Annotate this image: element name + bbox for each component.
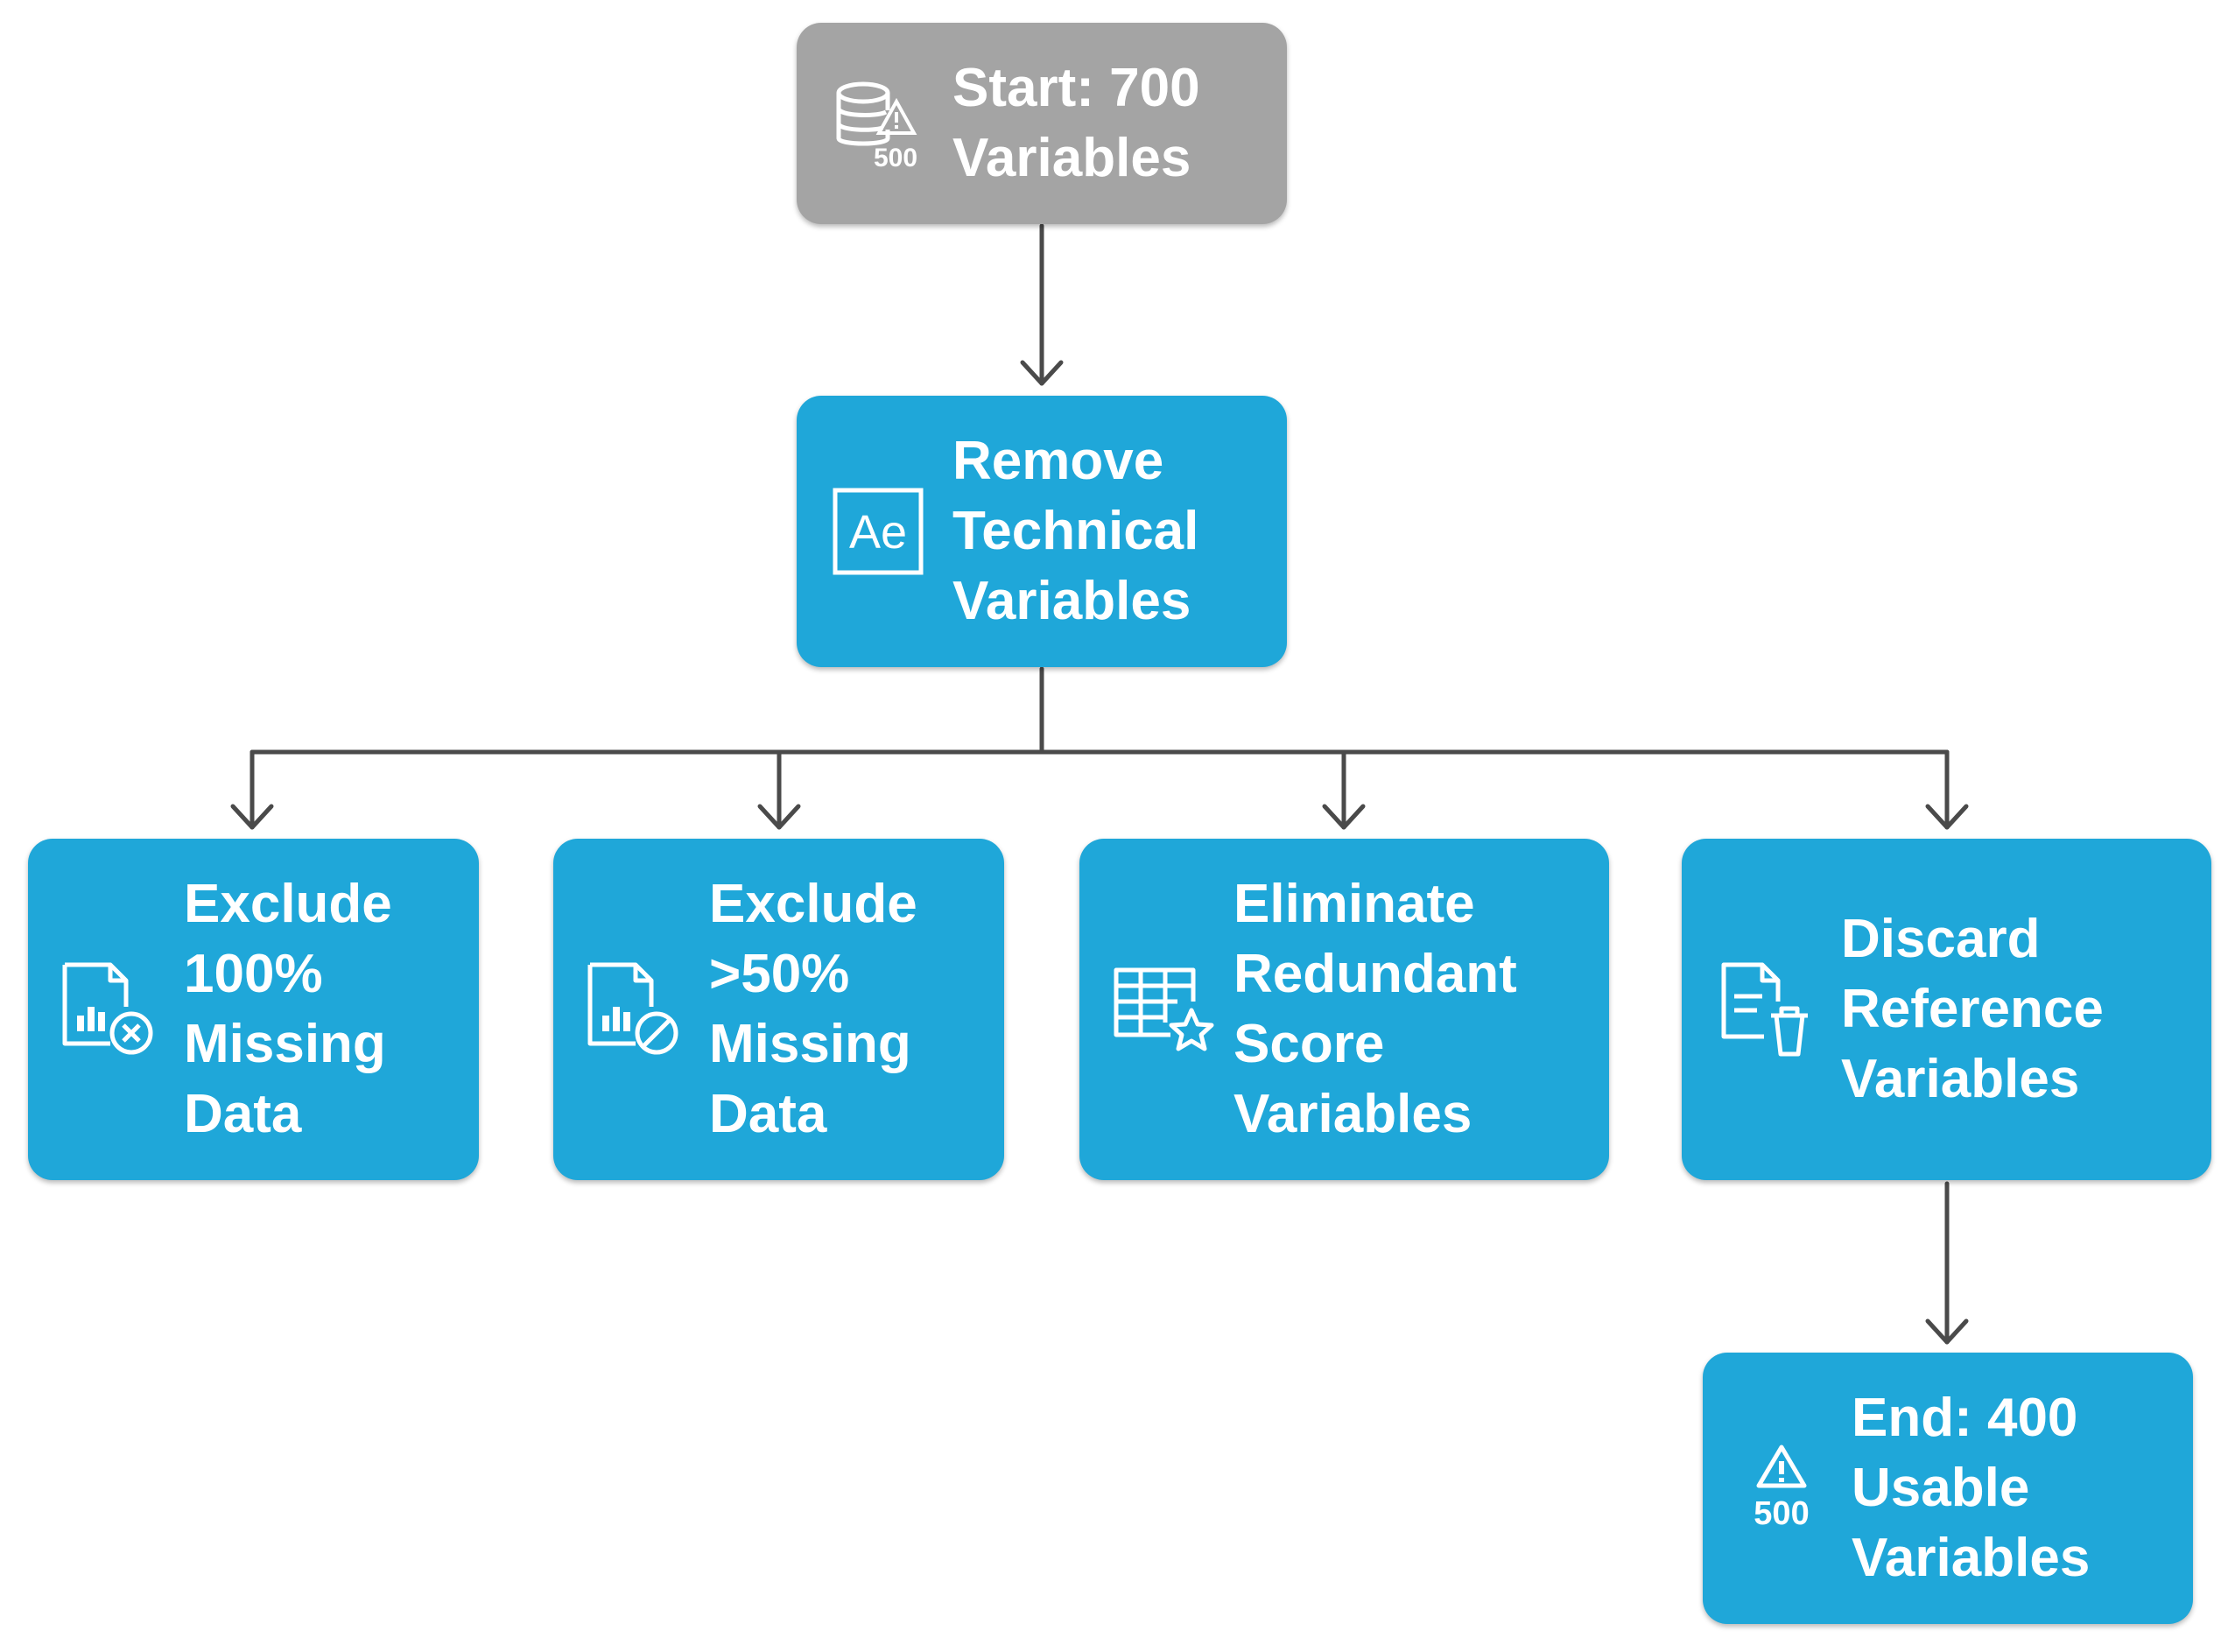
exclude-50-line-2: >50% <box>709 944 850 1004</box>
discard-reference-label: Discard Reference Variables <box>1841 904 2104 1114</box>
arrowhead-eliminate <box>1322 804 1366 830</box>
start-node-label: Start: 700 Variables <box>952 53 1200 193</box>
exclude-100-line-3: Missing <box>184 1014 386 1074</box>
start-node: 500 Start: 700 Variables <box>797 23 1287 224</box>
exclude-50-line-1: Exclude <box>709 874 917 934</box>
warning-500-icon: 500 <box>1738 1440 1825 1536</box>
end-node: 500 End: 400 Usable Variables <box>1703 1353 2193 1624</box>
ae-icon: Ae <box>830 483 926 580</box>
exclude-100-label: Exclude 100% Missing Data <box>184 869 392 1149</box>
exclude-50-label: Exclude >50% Missing Data <box>709 869 917 1149</box>
eliminate-line-3: Score <box>1233 1014 1385 1074</box>
remove-line-2: Technical <box>952 501 1199 561</box>
arrowhead-exclude-50 <box>757 804 801 830</box>
end-node-label: End: 400 Usable Variables <box>1852 1383 2090 1593</box>
remove-technical-label: Remove Technical Variables <box>952 426 1198 636</box>
remove-technical-node: Ae Remove Technical Variables <box>797 396 1287 667</box>
eliminate-line-1: Eliminate <box>1233 874 1475 934</box>
chart-doc-x-icon <box>56 958 159 1061</box>
exclude-50-line-3: Missing <box>709 1014 911 1074</box>
exclude-100-node: Exclude 100% Missing Data <box>28 839 479 1180</box>
exclude-100-line-2: 100% <box>184 944 323 1004</box>
arrowhead-remove <box>1020 360 1064 386</box>
start-line-2: Variables <box>952 128 1191 188</box>
exclude-100-line-4: Data <box>184 1084 302 1144</box>
start-line-1: Start: 700 <box>952 58 1200 118</box>
eliminate-line-2: Redundant <box>1233 944 1517 1004</box>
table-star-icon <box>1109 958 1214 1061</box>
database-warning-icon: 500 <box>830 75 926 172</box>
eliminate-redundant-label: Eliminate Redundant Score Variables <box>1233 869 1517 1149</box>
svg-text:500: 500 <box>1754 1495 1809 1532</box>
discard-line-1: Discard <box>1841 909 2041 969</box>
discard-line-3: Variables <box>1841 1049 2080 1109</box>
discard-reference-node: Discard Reference Variables <box>1682 839 2211 1180</box>
arrowhead-end <box>1925 1318 1969 1345</box>
remove-line-3: Variables <box>952 571 1191 631</box>
end-line-2: Usable <box>1852 1458 2030 1518</box>
exclude-50-node: Exclude >50% Missing Data <box>553 839 1004 1180</box>
exclude-100-line-1: Exclude <box>184 874 392 934</box>
eliminate-line-4: Variables <box>1233 1084 1472 1144</box>
exclude-50-line-4: Data <box>709 1084 827 1144</box>
discard-line-2: Reference <box>1841 979 2104 1039</box>
arrowhead-discard <box>1925 804 1969 830</box>
svg-text:Ae: Ae <box>849 506 907 559</box>
doc-trash-icon <box>1713 958 1817 1061</box>
arrowhead-exclude-100 <box>230 804 274 830</box>
svg-text:500: 500 <box>874 144 917 172</box>
end-line-3: Variables <box>1852 1528 2091 1588</box>
remove-line-1: Remove <box>952 431 1164 491</box>
chart-doc-block-icon <box>581 958 685 1061</box>
end-line-1: End: 400 <box>1852 1388 2078 1448</box>
eliminate-redundant-node: Eliminate Redundant Score Variables <box>1079 839 1609 1180</box>
